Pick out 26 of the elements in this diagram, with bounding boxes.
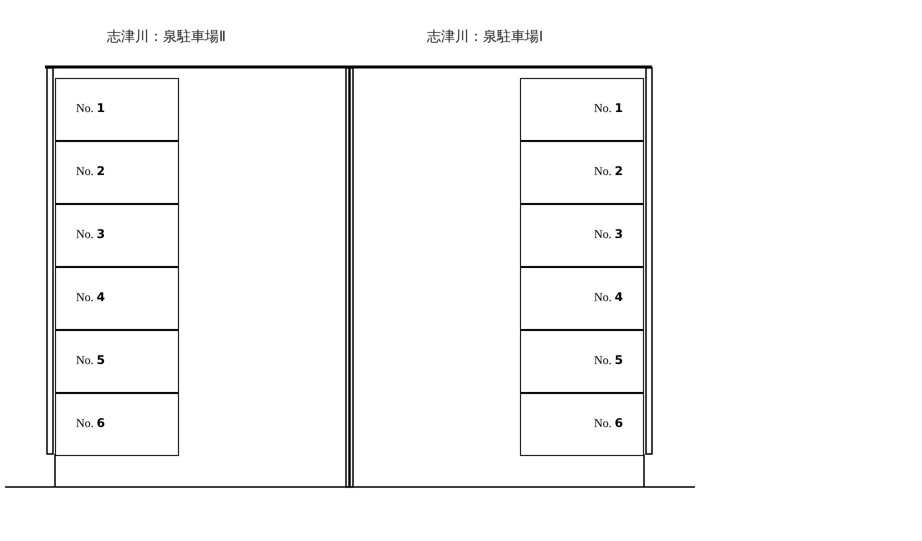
parking-space xyxy=(520,204,644,267)
parking-space xyxy=(55,267,179,330)
parking-space xyxy=(55,204,179,267)
parking-space xyxy=(55,78,179,141)
space-number: No. 6 xyxy=(594,416,623,431)
space-number: No. 2 xyxy=(594,164,623,179)
lot-title: 志津川：泉駐車場Ⅱ xyxy=(107,28,226,46)
space-number: No. 4 xyxy=(594,290,623,305)
parking-space xyxy=(520,393,644,456)
parking-space xyxy=(55,141,179,204)
space-number: No. 3 xyxy=(594,227,623,242)
space-number: No. 5 xyxy=(594,353,623,368)
space-number: No. 1 xyxy=(594,101,623,116)
lot-title: 志津川：泉駐車場Ⅰ xyxy=(427,28,544,46)
parking-space xyxy=(520,267,644,330)
space-number: No. 6 xyxy=(76,416,106,431)
parking-space xyxy=(520,141,644,204)
space-number: No. 2 xyxy=(76,164,106,179)
space-number: No. 3 xyxy=(76,227,106,242)
space-number: No. 5 xyxy=(76,353,106,368)
parking-space xyxy=(520,78,644,141)
space-number: No. 1 xyxy=(76,101,106,116)
parking-space xyxy=(55,393,179,456)
parking-space xyxy=(520,330,644,393)
space-number: No. 4 xyxy=(76,290,106,305)
parking-space xyxy=(55,330,179,393)
